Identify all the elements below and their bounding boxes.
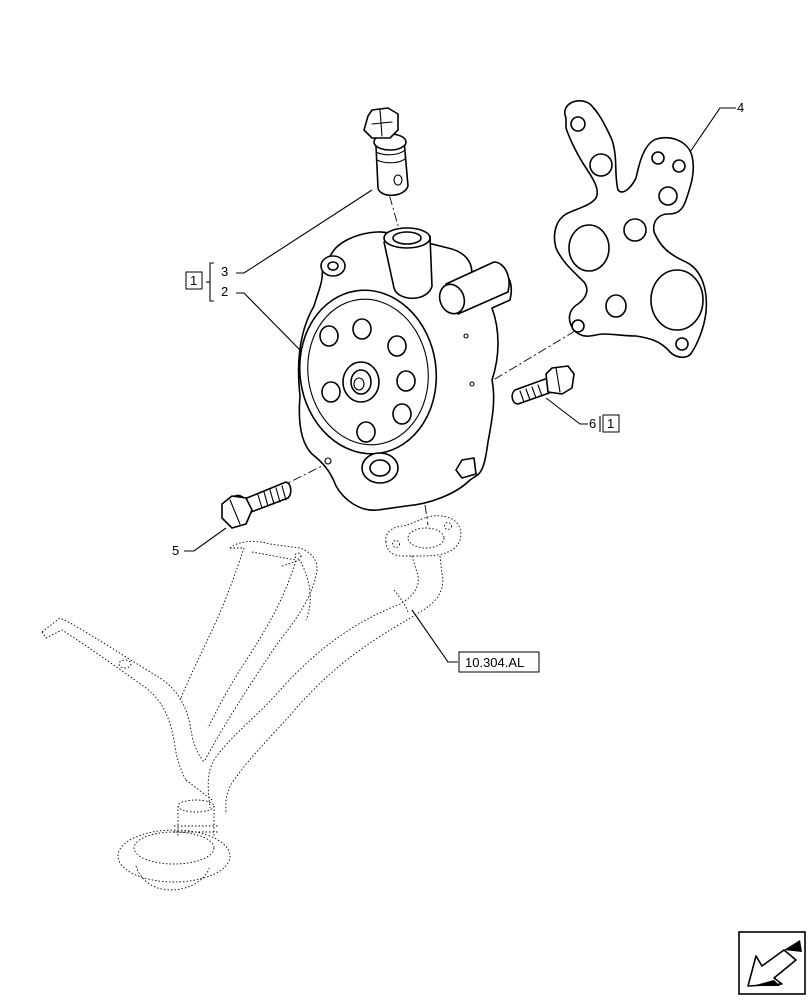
ref-section-label: 10.304.AL xyxy=(465,655,524,670)
callout-2: 2 xyxy=(221,284,228,299)
callout-4: 4 xyxy=(737,100,744,115)
qty-box-left xyxy=(185,271,203,290)
callout-5: 5 xyxy=(172,543,179,558)
bolt-5 xyxy=(221,481,292,529)
bolt-6 xyxy=(511,365,575,405)
leader-lines xyxy=(184,107,736,663)
qty-right: 1 xyxy=(607,416,614,431)
vacuum-pump xyxy=(297,227,512,511)
qty-left: 1 xyxy=(190,273,197,288)
arrow-icon[interactable] xyxy=(738,931,806,995)
axis-tube xyxy=(424,504,429,526)
breather-plug xyxy=(363,107,409,197)
callout-3: 3 xyxy=(221,264,228,279)
callout-labels: 4 3 2 1 6 1 5 10.304.AL xyxy=(172,100,744,673)
axis-bolt-5 xyxy=(277,461,331,489)
axis-pump-gasket xyxy=(479,327,581,389)
oil-pickup-tube xyxy=(41,515,462,891)
qty-box-right xyxy=(602,414,620,433)
callout-6: 6 xyxy=(589,416,596,431)
ref-box xyxy=(458,651,540,673)
gasket xyxy=(553,100,708,359)
